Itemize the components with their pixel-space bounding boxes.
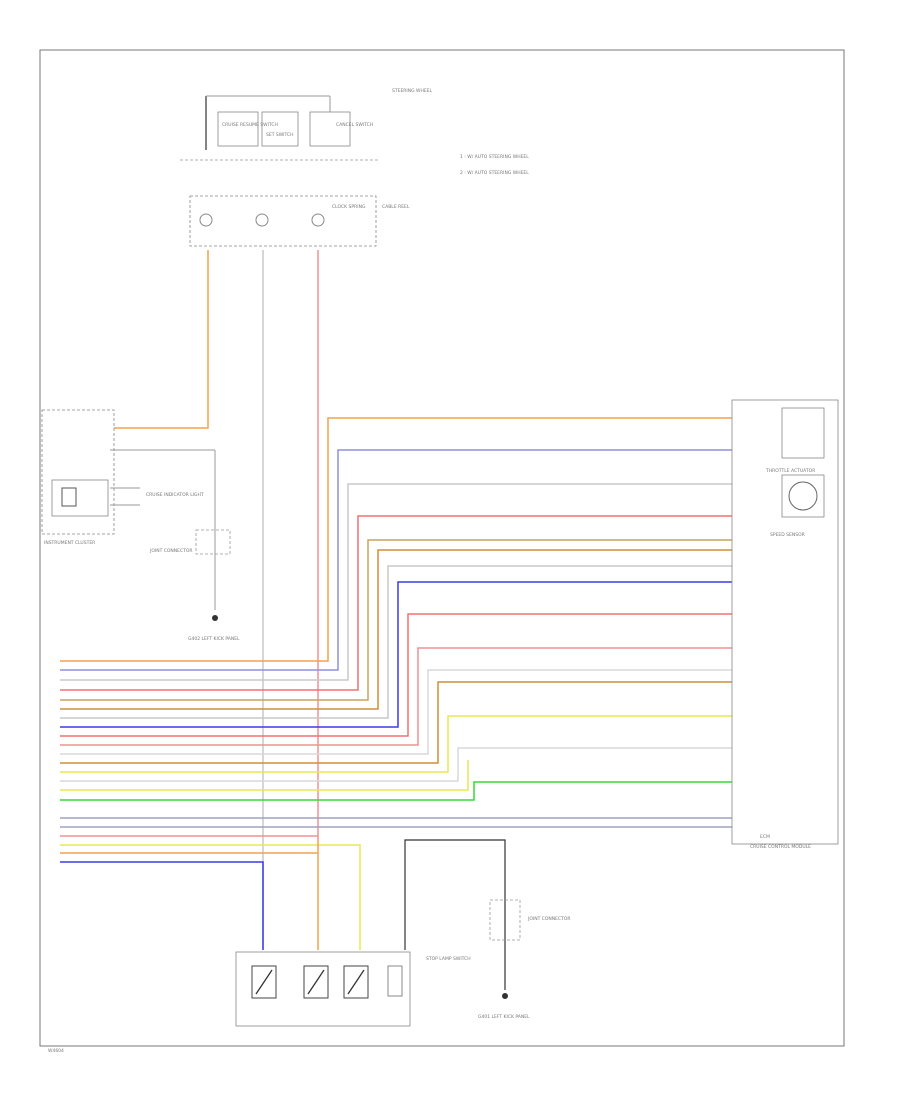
joint-connector-right-label: JOINT CONNECTOR bbox=[527, 916, 571, 922]
throttle-actuator-label: THROTTLE ACTUATOR bbox=[765, 468, 815, 474]
ground-left-label: G402 LEFT KICK PANEL bbox=[188, 636, 240, 642]
cable-reel-label: CABLE REEL bbox=[382, 204, 410, 210]
cancel-switch-label: CANCEL SWITCH bbox=[336, 122, 373, 128]
instrument-cluster-label: INSTRUMENT CLUSTER bbox=[44, 540, 95, 546]
joint-connector-left-label: JOINT CONNECTOR bbox=[149, 548, 193, 554]
right-module: THROTTLE ACTUATOR SPEED SENSOR CRUISE CO… bbox=[731, 399, 839, 850]
speed-sensor-label: SPEED SENSOR bbox=[770, 532, 805, 538]
cruise-indicator-label: CRUISE INDICATOR LIGHT bbox=[146, 492, 204, 498]
ecm-label: ECM bbox=[760, 834, 770, 840]
ground-bottom-label: G401 LEFT KICK PANEL bbox=[478, 1014, 530, 1020]
vertical-wires bbox=[110, 250, 319, 950]
control-module-label: CRUISE CONTROL MODULE bbox=[750, 844, 811, 850]
note-2: 2 : W/ AUTO STEERING WHEEL bbox=[460, 170, 529, 176]
figure-id: W4604 bbox=[48, 1048, 64, 1054]
set-switch-label: SET SWITCH bbox=[266, 132, 294, 138]
steering-wheel-label: STEERING WHEEL bbox=[392, 88, 433, 94]
stop-lamp-switch-label: STOP LAMP SWITCH bbox=[426, 956, 471, 962]
stop-lamp-switch: JOINT CONNECTOR G401 LEFT KICK PANEL STO… bbox=[235, 839, 571, 1027]
harness-lines bbox=[60, 417, 735, 950]
note-1: 1 : W/ AUTO STEERING WHEEL bbox=[460, 154, 529, 160]
cruise-resume-switch-label: CRUISE RESUME SWITCH bbox=[222, 122, 278, 128]
diagram-frame bbox=[39, 49, 845, 1047]
steering-wheel-switches: CRUISE RESUME SWITCH SET SWITCH CANCEL S… bbox=[180, 88, 529, 247]
clock-spring-label: CLOCK SPRING bbox=[332, 204, 366, 210]
wire-org-vertical bbox=[110, 250, 209, 429]
instrument-cluster: INSTRUMENT CLUSTER CRUISE INDICATOR LIGH… bbox=[41, 409, 240, 642]
